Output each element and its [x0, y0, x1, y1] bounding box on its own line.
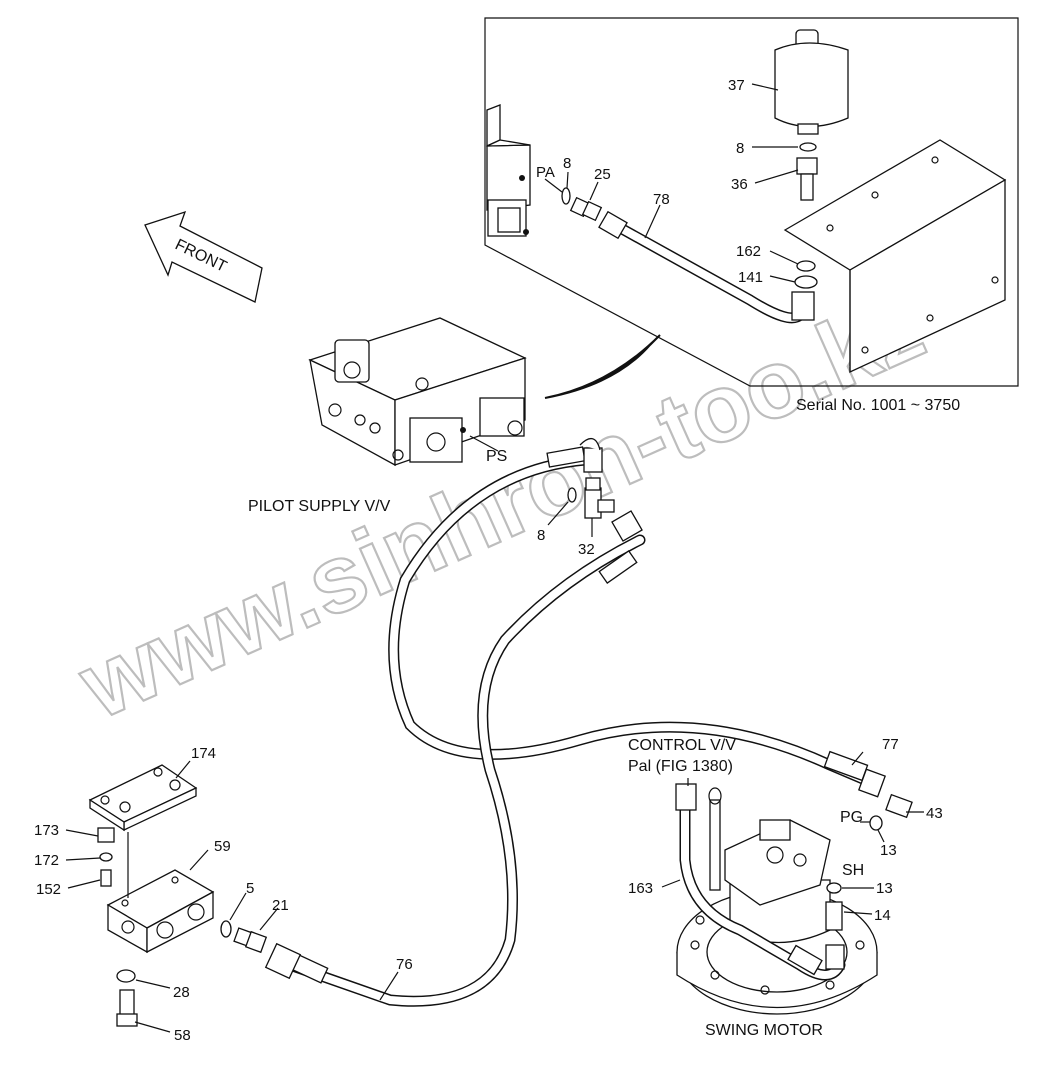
part-label-58: 58 — [174, 1027, 191, 1044]
nut-173 — [97, 827, 115, 843]
inset-valve-fragment — [486, 104, 531, 237]
part-label-8-pa: 8 — [563, 155, 571, 172]
tank-bracket — [783, 139, 1007, 374]
washer-162 — [796, 260, 816, 272]
tee-fitting-32 — [584, 477, 615, 519]
watermark-text: www.sinhron-too.kz — [64, 272, 938, 740]
fitting-14 — [825, 901, 843, 931]
control-vv-label-line1: CONTROL V/V — [628, 737, 736, 754]
control-pipe — [709, 799, 721, 891]
swing-motor — [676, 819, 878, 1015]
connector-25 — [569, 196, 603, 222]
part-label-163: 163 — [628, 880, 653, 897]
part-label-28: 28 — [173, 984, 190, 1001]
part-label-173: 173 — [34, 822, 59, 839]
oring-8-inset — [799, 142, 817, 152]
connector-21 — [233, 927, 268, 954]
control-vv-label-line2: Pal (FIG 1380) — [628, 758, 733, 775]
bolt-58 — [116, 989, 138, 1027]
part-label-162: 162 — [736, 243, 761, 260]
part-label-78: 78 — [653, 191, 670, 208]
swing-motor-label: SWING MOTOR — [705, 1022, 823, 1039]
block-59 — [106, 869, 215, 954]
port-label-ps: PS — [486, 448, 507, 465]
hose-163-end-fitting — [675, 783, 697, 811]
part-label-13-pg: 13 — [880, 842, 897, 859]
oring-8-pa — [561, 187, 571, 205]
part-label-13-sh: 13 — [876, 880, 893, 897]
front-arrow-icon: FRONT — [144, 210, 263, 303]
washer-141 — [794, 275, 818, 289]
inset-frame — [484, 17, 1019, 387]
pilot-supply-valve — [308, 317, 527, 467]
part-label-32: 32 — [578, 541, 595, 558]
oring-13-pg — [869, 815, 883, 831]
oring-13-sh — [826, 882, 842, 894]
elbow-43 — [885, 793, 913, 819]
part-label-37: 37 — [728, 77, 745, 94]
serial-note: Serial No. 1001 ~ 3750 — [796, 397, 960, 414]
washer-28 — [116, 969, 136, 983]
part-label-77: 77 — [882, 736, 899, 753]
part-label-8: 8 — [537, 527, 545, 544]
fitting-36 — [796, 157, 818, 201]
oring-8-ps — [567, 487, 577, 503]
detail-inset: 37 8 36 162 141 78 PA 8 25 — [484, 17, 1019, 399]
part-label-59: 59 — [214, 838, 231, 855]
bolt-152 — [100, 869, 112, 887]
part-label-14: 14 — [874, 907, 891, 924]
part-label-152: 152 — [36, 881, 61, 898]
port-label-sh: SH — [842, 862, 864, 879]
part-label-172: 172 — [34, 852, 59, 869]
pilot-supply-label: PILOT SUPPLY V/V — [248, 498, 391, 515]
part-label-25: 25 — [594, 166, 611, 183]
part-label-174: 174 — [191, 745, 216, 762]
accumulator-37 — [774, 29, 849, 135]
port-label-pg: PG — [840, 809, 863, 826]
washer-172 — [99, 852, 113, 862]
oring-5 — [220, 920, 232, 938]
port-label-pa: PA — [536, 164, 555, 181]
part-label-76: 76 — [396, 956, 413, 973]
part-label-21: 21 — [272, 897, 289, 914]
part-label-36: 36 — [731, 176, 748, 193]
plate-174 — [88, 764, 198, 832]
part-label-8-inset: 8 — [736, 140, 744, 157]
part-label-43: 43 — [926, 805, 943, 822]
inset-callout — [544, 334, 661, 399]
part-label-5: 5 — [246, 880, 254, 897]
part-label-141: 141 — [738, 269, 763, 286]
